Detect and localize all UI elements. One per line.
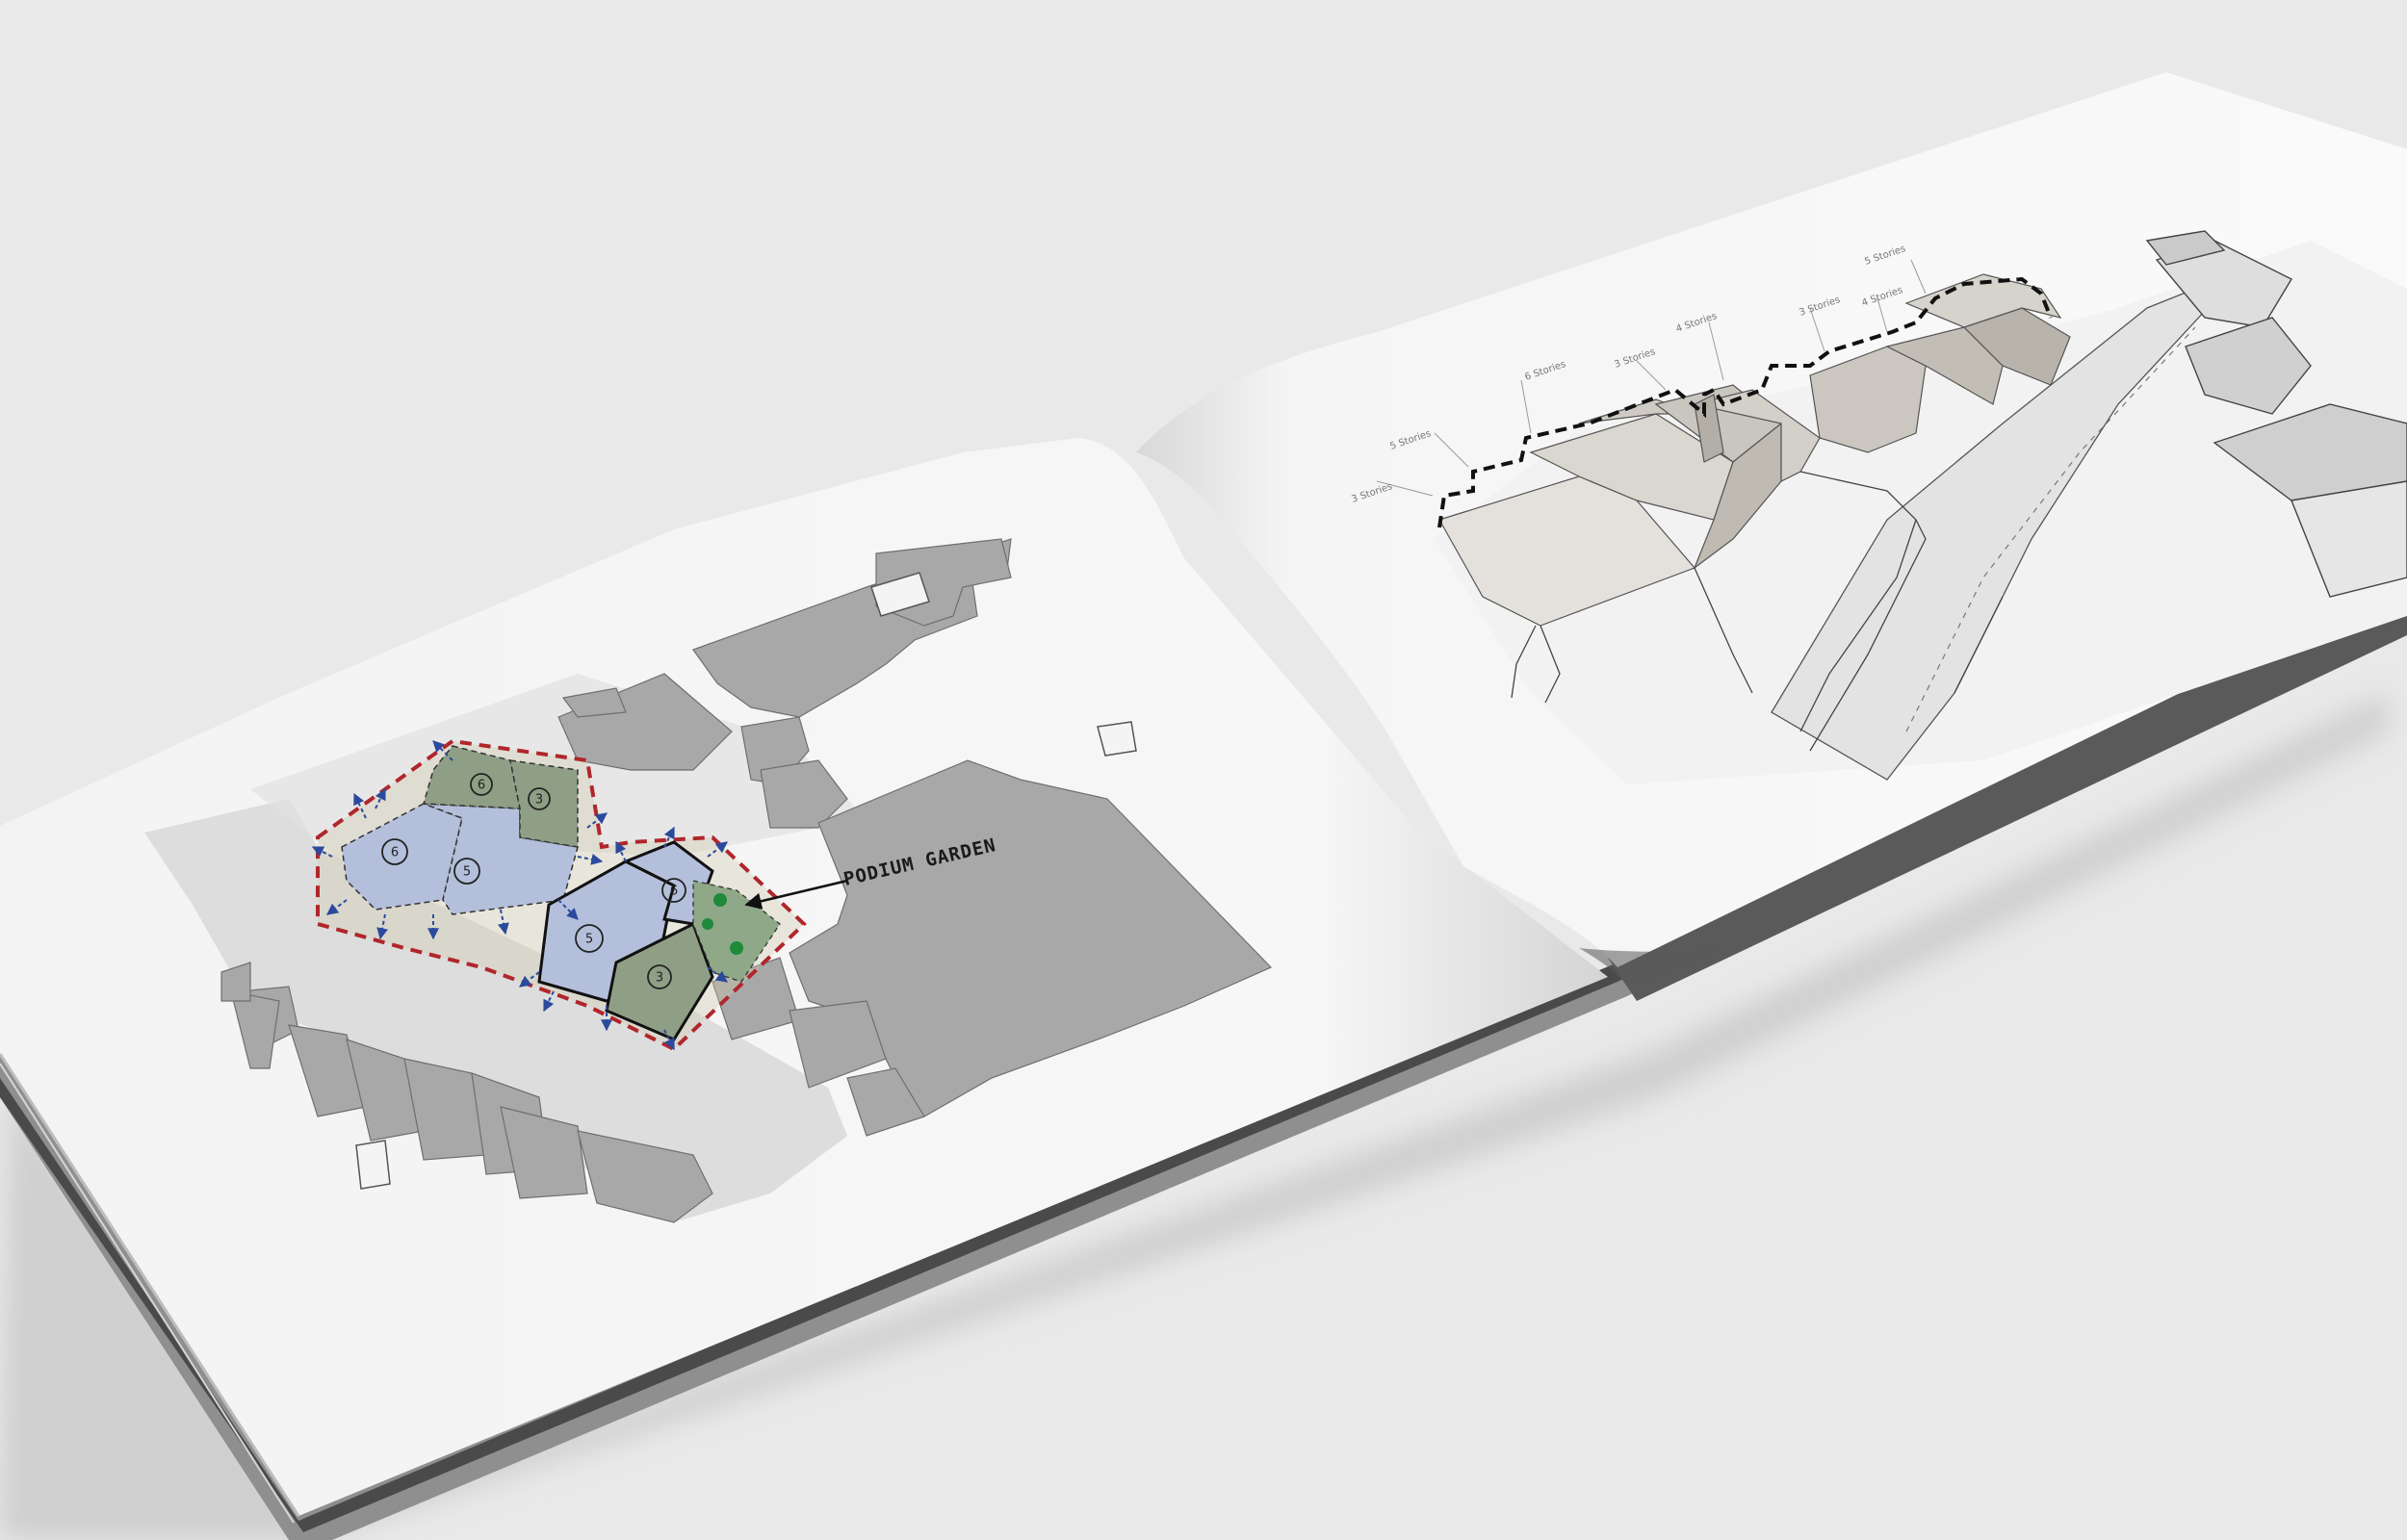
road-lines — [1905, 326, 2196, 732]
outline-building-2 — [355, 1140, 391, 1190]
block-f-label: 6 — [670, 885, 678, 899]
outline-building — [1097, 721, 1137, 757]
annotation-leader — [744, 879, 848, 910]
context-massing — [2145, 230, 2407, 598]
book-cover — [0, 578, 2407, 1540]
tree-icon — [702, 918, 713, 930]
block-b-label: 5 — [463, 865, 471, 880]
block-d-label: 3 — [535, 793, 543, 808]
road-surface — [1771, 269, 2244, 781]
tree-icon — [730, 941, 743, 955]
block-g-label: 3 — [656, 971, 663, 986]
street-band — [144, 799, 847, 1222]
storey-leaders — [1376, 259, 1927, 497]
massing-silhouette — [1437, 276, 2053, 528]
aspect-arrows — [311, 740, 728, 1051]
garden-trees — [702, 893, 743, 955]
block-c-shape — [423, 745, 521, 809]
development-blocks — [341, 745, 781, 1041]
block-a-label: 6 — [391, 846, 399, 860]
block-e-label: 5 — [585, 933, 593, 947]
massing-perspective: 3 Stories 5 Stories 6 Stories 3 Stories … — [1350, 230, 2407, 784]
block-labels: 6 5 6 3 5 6 3 — [381, 773, 686, 989]
perspective-lines — [1511, 471, 2004, 752]
block-a-shape — [341, 803, 463, 911]
site-plan: 6 5 6 3 5 6 3 — [144, 538, 1273, 1223]
block-c-label: 6 — [478, 779, 485, 793]
tree-icon — [713, 893, 727, 907]
podium-garden-shape — [692, 880, 781, 983]
block-g-shape — [605, 921, 714, 1041]
block-d-shape — [509, 759, 579, 848]
outline-building-3 — [870, 572, 930, 617]
